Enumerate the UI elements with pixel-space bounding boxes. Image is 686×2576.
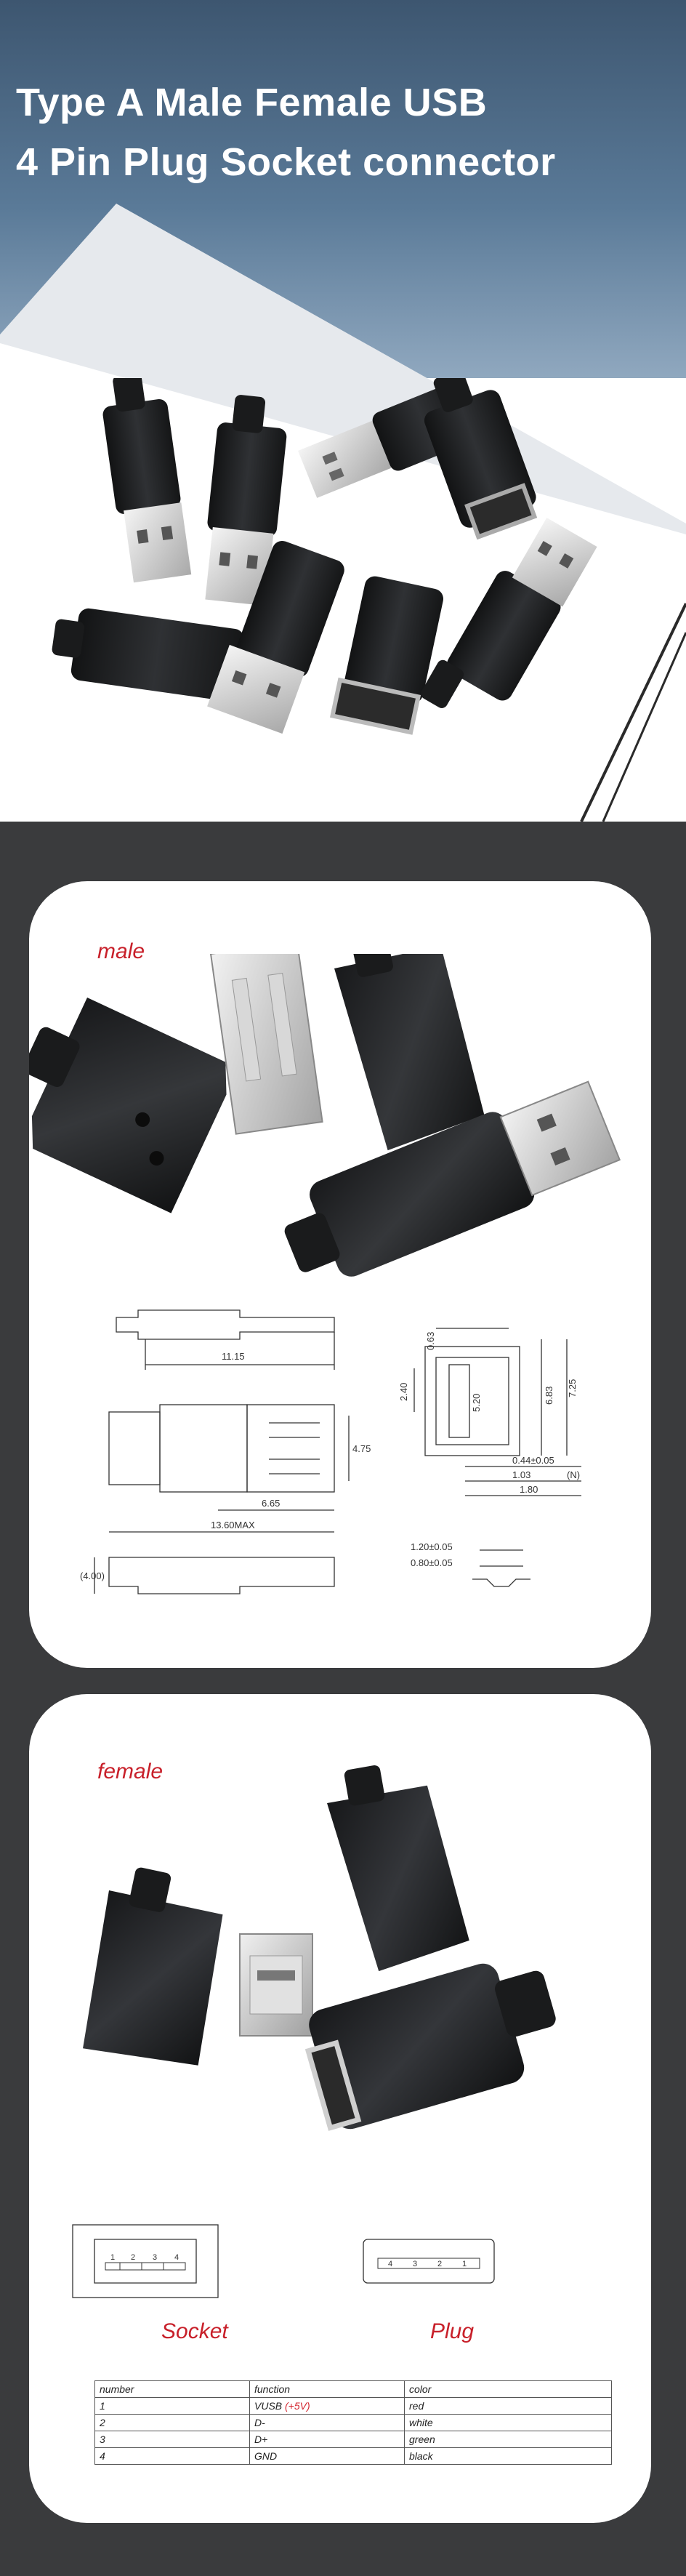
dim-1360max: 13.60MAX <box>211 1520 255 1530</box>
female-label: female <box>97 1760 164 1783</box>
dim-044: 0.44±0.05 <box>512 1455 554 1466</box>
row-function: VUSB (+5V) <box>249 2397 405 2415</box>
female-connector-1 <box>424 378 538 540</box>
plug-pin-1: 1 <box>462 2260 467 2268</box>
connector-group-photo <box>52 378 597 735</box>
table-row: 1 VUSB (+5V) red <box>94 2397 612 2415</box>
row-function: D- <box>249 2414 405 2431</box>
plug-diagram: 4 3 2 1 <box>363 2239 495 2284</box>
male-front-view: 2.40 0.63 5.20 6.83 7.25 0.44±0.05 1.03 … <box>398 1328 581 1496</box>
dim-240: 2.40 <box>398 1383 409 1401</box>
row-number: 3 <box>94 2431 250 2448</box>
pinout-diagrams: 1 2 3 4 4 3 2 1 <box>72 2224 495 2298</box>
male-card: male <box>29 881 651 1668</box>
function-text: VUSB <box>254 2400 283 2412</box>
dim-400: (4.00) <box>80 1570 105 1581</box>
dim-665: 6.65 <box>262 1498 280 1509</box>
male-top-view: 4.75 6.65 13.60MAX <box>108 1404 371 1533</box>
dim-725: 7.25 <box>567 1379 578 1397</box>
table-row: 2 D- white <box>94 2414 612 2431</box>
hero-title: Type A Male Female USB 4 Pin Plug Socket… <box>16 73 556 192</box>
table-row: 3 D+ green <box>94 2431 612 2448</box>
row-color: white <box>404 2414 612 2431</box>
socket-pin-1: 1 <box>110 2253 115 2262</box>
row-color: black <box>404 2447 612 2465</box>
hero-title-line2: 4 Pin Plug Socket connector <box>16 140 556 184</box>
dim-475: 4.75 <box>352 1443 371 1454</box>
row-function: GND <box>249 2447 405 2465</box>
row-color: green <box>404 2431 612 2448</box>
row-number: 2 <box>94 2414 250 2431</box>
dim-063: 0.63 <box>425 1332 436 1350</box>
hero-section: Type A Male Female USB 4 Pin Plug Socket… <box>0 0 686 822</box>
row-function: D+ <box>249 2431 405 2448</box>
header-function: function <box>249 2380 405 2398</box>
male-label: male <box>97 939 145 963</box>
socket-diagram: 1 2 3 4 <box>72 2224 219 2298</box>
plug-caption: Plug <box>430 2319 475 2343</box>
male-contact-detail: 1.20±0.05 0.80±0.05 <box>411 1541 530 1587</box>
socket-pin-4: 4 <box>174 2253 179 2262</box>
socket-pin-2: 2 <box>131 2253 135 2262</box>
male-connector-5 <box>421 518 597 708</box>
female-connector-2 <box>52 608 244 702</box>
hero-title-line1: Type A Male Female USB <box>16 81 488 124</box>
pin-table: number function color 1 VUSB (+5V) red 2… <box>94 2380 612 2465</box>
socket-caption: Socket <box>161 2319 228 2343</box>
header-color: color <box>404 2380 612 2398</box>
dim-120: 1.20±0.05 <box>411 1541 453 1552</box>
female-connector-photo <box>83 1765 556 2131</box>
dim-180: 1.80 <box>520 1484 538 1495</box>
row-number: 1 <box>94 2397 250 2415</box>
plug-pin-3: 3 <box>413 2260 417 2268</box>
male-connector-4 <box>207 540 344 734</box>
female-card: female <box>29 1694 651 2523</box>
male-technical-drawing: 11.15 4.75 6.65 13.60MAX (4.00) <box>80 1309 581 1594</box>
male-bottom-view: (4.00) <box>80 1557 335 1594</box>
table-row: 4 GND black <box>94 2447 612 2465</box>
dim-080: 0.80±0.05 <box>411 1557 453 1568</box>
header-number: number <box>94 2380 250 2398</box>
function-note: (+5V) <box>285 2400 310 2412</box>
dim-520: 5.20 <box>471 1394 482 1412</box>
row-color: red <box>404 2397 612 2415</box>
dim-103: 1.03 <box>512 1469 530 1480</box>
plug-pin-2: 2 <box>437 2260 442 2268</box>
dim-nl: (N) <box>567 1469 580 1480</box>
row-number: 4 <box>94 2447 250 2465</box>
dim-1115: 11.15 <box>222 1351 245 1362</box>
dim-683: 6.83 <box>544 1387 554 1405</box>
pin-table-header: number function color <box>94 2380 612 2398</box>
plug-pin-4: 4 <box>388 2260 392 2268</box>
male-connector-photo <box>29 954 621 1277</box>
socket-pin-3: 3 <box>153 2253 157 2262</box>
male-connector-1 <box>102 378 192 583</box>
female-connector-3 <box>329 576 443 735</box>
male-side-view: 11.15 <box>116 1309 335 1370</box>
male-connector-2 <box>205 395 287 606</box>
